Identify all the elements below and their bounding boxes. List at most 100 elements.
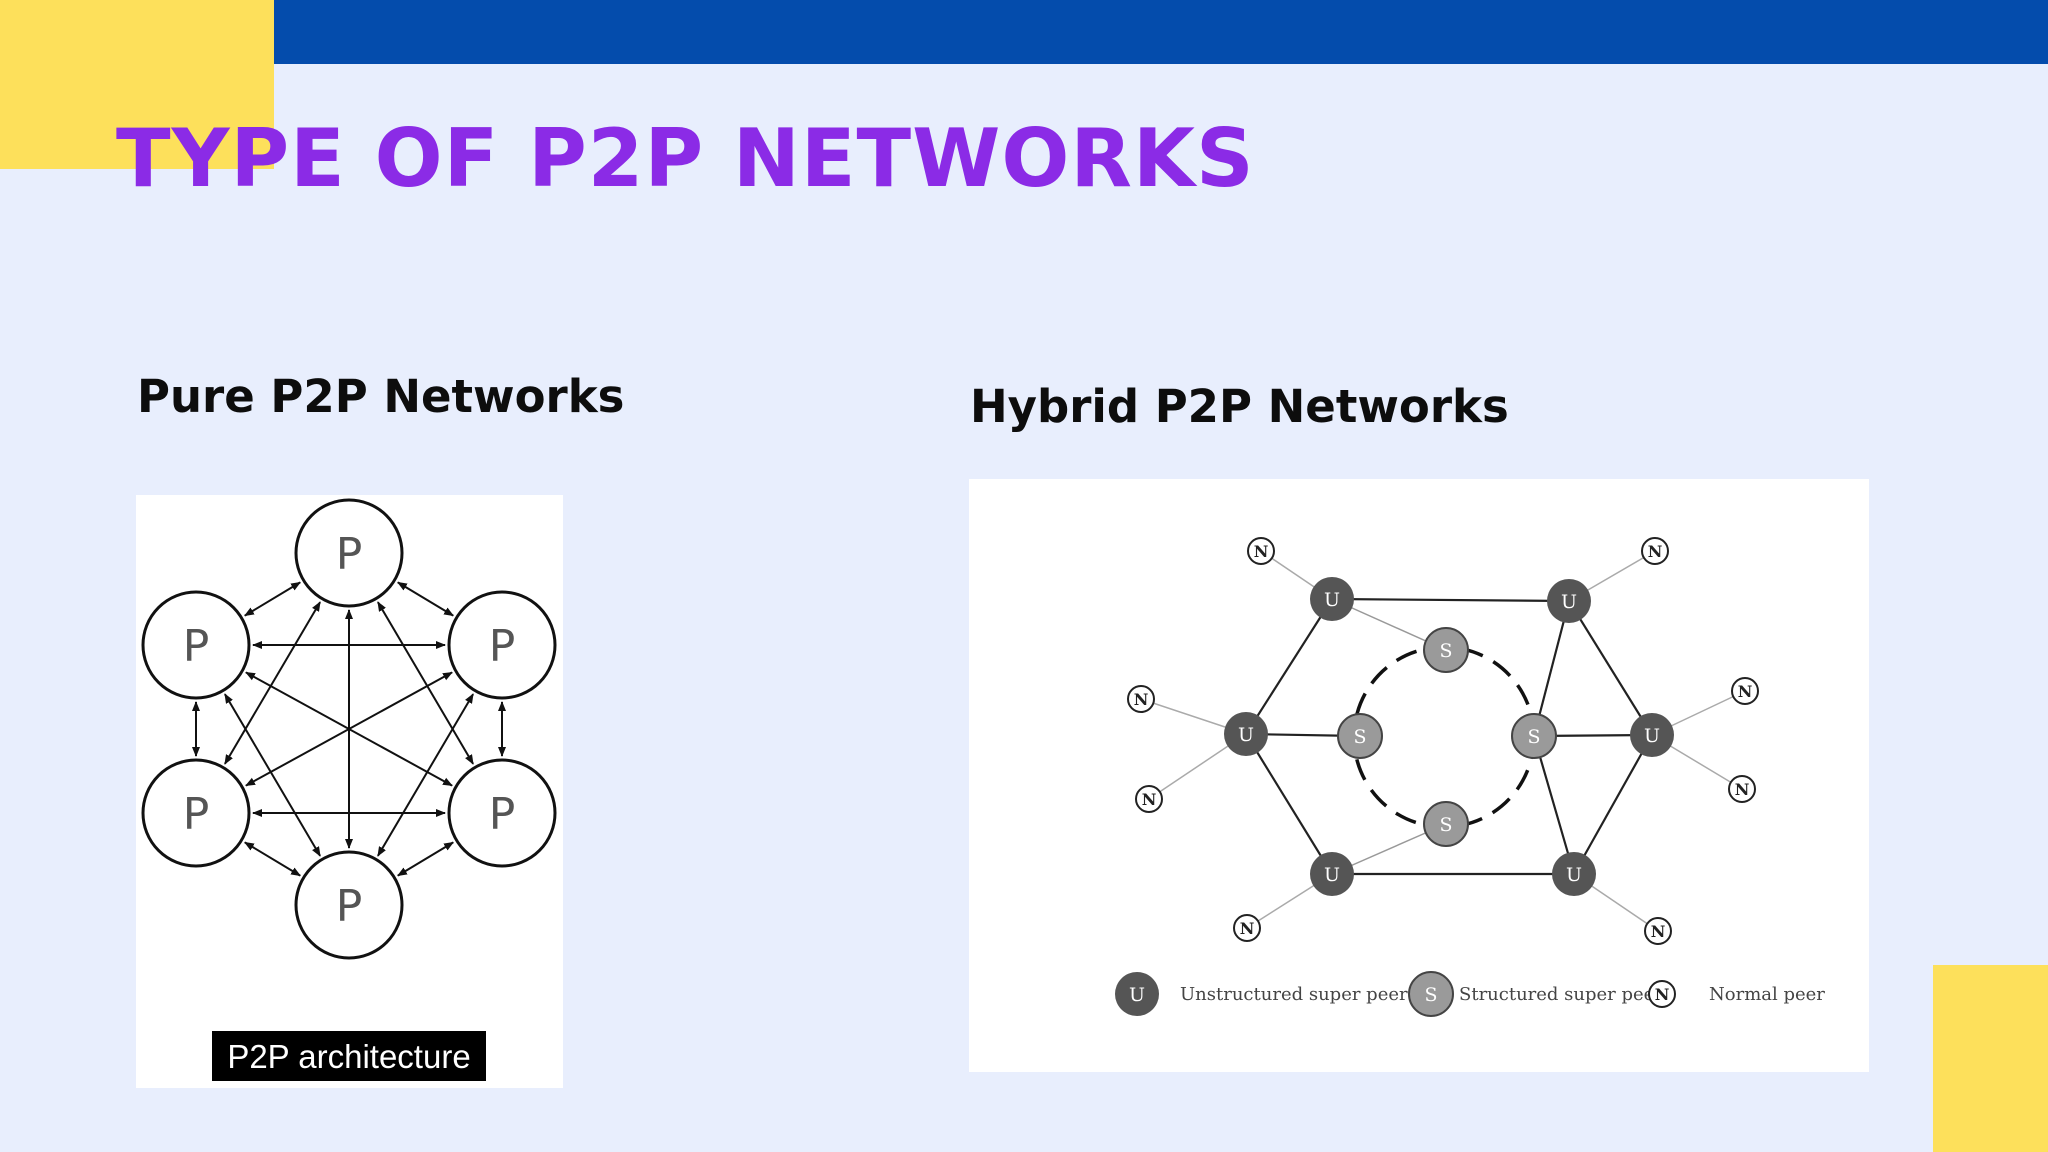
normal-peer: N — [1728, 775, 1756, 803]
normal-peer: N — [1644, 917, 1672, 945]
peer-node: P — [447, 590, 557, 700]
decor-yellow-block-top-left — [0, 0, 274, 169]
normal-peer-circle — [1641, 537, 1669, 565]
unstructured-super-peer-circle — [1630, 713, 1674, 757]
hybrid-p2p-heading: Hybrid P2P Networks — [970, 380, 1509, 433]
hybrid-p2p-diagram: U U U U U U S S S S N N N N N N N N U Unstructured super … — [969, 479, 1869, 1072]
normal-peer-letter: N — [1134, 690, 1149, 709]
structured-super-peer-circle — [1423, 627, 1469, 673]
p2p-architecture-caption: P2P architecture — [227, 1038, 470, 1075]
unstructured-super-peer-letter: U — [1324, 864, 1340, 886]
peer-node: P — [141, 758, 251, 868]
legend-structured-swatch — [1408, 971, 1454, 1017]
unstructured-super-peer-letter: U — [1644, 725, 1660, 747]
normal-peer-circle — [1728, 775, 1756, 803]
unstructured-super-peer: U — [1310, 852, 1354, 896]
structured-super-peer-circle — [1337, 713, 1383, 759]
unstructured-super-peer-circle — [1547, 579, 1591, 623]
peer-label: P — [183, 621, 210, 672]
pure-p2p-svg: P P P P P P P2P architecture — [141, 498, 557, 1081]
normal-peer-letter: N — [1651, 922, 1666, 941]
structured-super-peer-letter: S — [1527, 726, 1540, 748]
peer-label: P — [489, 621, 516, 672]
decor-yellow-block-bottom-right — [1933, 965, 2048, 1152]
structured-super-peer: S — [1423, 801, 1469, 847]
unstructured-super-peer-circle — [1552, 852, 1596, 896]
unstructured-super-peer: U — [1552, 852, 1596, 896]
normal-peer-circle — [1135, 785, 1163, 813]
normal-peer-letter: N — [1240, 919, 1255, 938]
normal-peer: N — [1233, 914, 1261, 942]
peer-link — [243, 841, 302, 877]
legend-normal-letter: N — [1655, 985, 1670, 1004]
super-peer-link — [1532, 600, 1571, 737]
normal-peer-circle — [1127, 685, 1155, 713]
structured-super-peer-circle — [1423, 801, 1469, 847]
legend-unstructured-swatch — [1115, 972, 1159, 1016]
normal-peer-letter: N — [1648, 542, 1663, 561]
legend-unstructured-letter: U — [1129, 984, 1145, 1006]
unstructured-super-peer: U — [1224, 712, 1268, 756]
unstructured-super-peer: U — [1547, 579, 1591, 623]
slide-title: TYPE OF P2P NETWORKS — [116, 112, 1255, 205]
normal-peer-circle — [1644, 917, 1672, 945]
normal-peer-circle — [1247, 537, 1275, 565]
normal-peer-letter: N — [1142, 790, 1157, 809]
legend-normal-swatch — [1648, 980, 1676, 1008]
legend-structured-letter: S — [1424, 984, 1437, 1006]
caption-background — [212, 1031, 486, 1081]
structured-super-peer-letter: S — [1353, 726, 1366, 748]
unstructured-super-peer-circle — [1310, 577, 1354, 621]
normal-peer-letter: N — [1254, 542, 1269, 561]
pure-p2p-heading: Pure P2P Networks — [137, 370, 625, 423]
normal-peer: N — [1731, 677, 1759, 705]
peer-circle — [294, 498, 404, 608]
legend-normal-label: Normal peer — [1709, 984, 1825, 1005]
peer-circle — [447, 590, 557, 700]
peer-node: P — [294, 498, 404, 608]
normal-peer-letter: N — [1735, 780, 1750, 799]
super-peer-link — [1245, 598, 1333, 735]
unstructured-super-peer: U — [1630, 713, 1674, 757]
peer-link — [245, 671, 453, 787]
peer-label: P — [183, 789, 210, 840]
normal-peer-circle — [1233, 914, 1261, 942]
peer-node: P — [141, 590, 251, 700]
structured-super-peer: S — [1511, 713, 1557, 759]
super-peer-link — [1245, 733, 1333, 875]
pure-p2p-diagram: P P P P P P P2P architecture — [136, 495, 563, 1088]
super-peer-link — [1573, 734, 1653, 875]
structured-super-peer: S — [1423, 627, 1469, 673]
peer-label: P — [336, 881, 363, 932]
hybrid-p2p-svg: U U U U U U S S S S N N N N N N N N U Unstructured super … — [1115, 537, 1825, 1017]
peer-label: P — [489, 789, 516, 840]
legend-unstructured-label: Unstructured super peer — [1180, 984, 1408, 1005]
peer-link — [377, 693, 474, 857]
pure-edges — [192, 581, 506, 877]
peer-link — [396, 841, 455, 877]
peer-circle — [141, 758, 251, 868]
unstructured-super-peer-circle — [1224, 712, 1268, 756]
unstructured-super-peer-letter: U — [1324, 589, 1340, 611]
super-peer-link — [1568, 600, 1653, 736]
unstructured-super-peer: U — [1310, 577, 1354, 621]
normal-peer: N — [1641, 537, 1669, 565]
legend-structured-label: Structured super peer — [1459, 984, 1663, 1005]
unstructured-super-peer-letter: U — [1566, 864, 1582, 886]
peer-circle — [447, 758, 557, 868]
normal-peer: N — [1247, 537, 1275, 565]
decor-blue-top-bar — [274, 0, 2048, 64]
super-peer-link — [1331, 597, 1570, 603]
normal-peer: N — [1135, 785, 1163, 813]
pure-nodes: P P P P P P — [141, 498, 557, 960]
peer-link — [243, 581, 302, 617]
normal-peer-letter: N — [1738, 682, 1753, 701]
structured-super-peer-letter: S — [1439, 640, 1452, 662]
structured-super-peer-letter: S — [1439, 814, 1452, 836]
peer-label: P — [336, 529, 363, 580]
super-peer-link — [1532, 735, 1576, 875]
normal-peer: N — [1127, 685, 1155, 713]
unstructured-super-peer-circle — [1310, 852, 1354, 896]
hybrid-nodes: U U U U U U S S S S N N N N N N N N — [1127, 537, 1759, 945]
legend: U Unstructured super peer S Structured s… — [1115, 971, 1825, 1017]
